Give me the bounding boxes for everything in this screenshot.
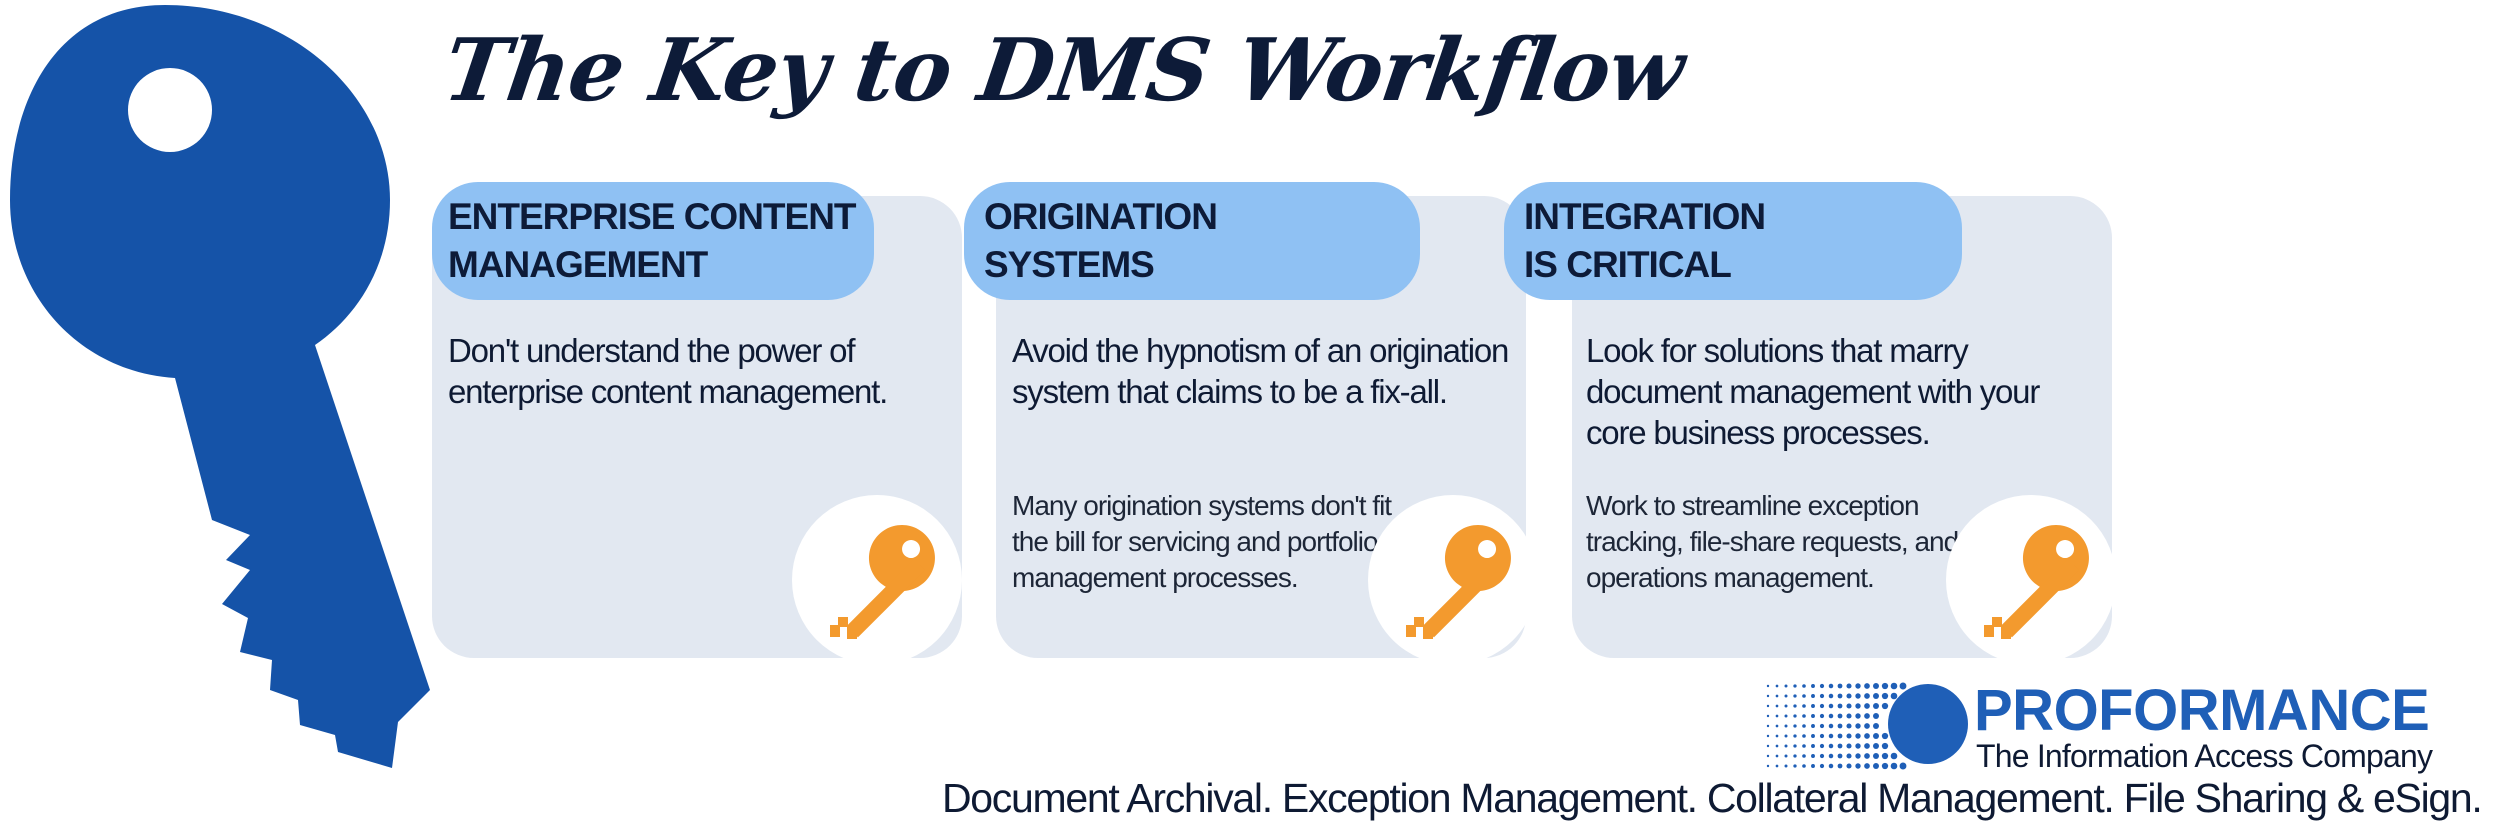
proformance-logo-icon [1766,682,1968,770]
key-badge [1368,495,1538,665]
heading-line: MANAGEMENT [448,244,708,285]
card-heading-origination: ORIGINATION SYSTEMS [964,182,1420,300]
card-main-text: Look for solutions that marry document m… [1586,332,2040,451]
card-sub-text: Many origination systems don't fit the b… [1012,490,1392,593]
logo-name: PROFORMANCE [1974,678,2430,743]
card-heading-integration: INTEGRATION IS CRITICAL [1504,182,1962,300]
proformance-logo: PROFORMANCE The Information Access Compa… [1762,678,2462,778]
heading-line: ORIGINATION [984,196,1218,237]
orange-key-icon [1406,525,1511,639]
footer-services: Document Archival. Exception Management.… [942,775,2483,821]
heading-line: ENTERPRISE CONTENT [448,196,857,237]
large-blue-key-icon [10,5,430,768]
key-badge [1946,495,2116,665]
heading-line: SYSTEMS [984,244,1155,285]
card-heading-ecm: ENTERPRISE CONTENT MANAGEMENT [432,182,874,300]
card-main-text: Avoid the hypnotism of an origination sy… [1012,332,1509,410]
card-sub-text: Work to streamline exception tracking, f… [1586,490,1959,593]
orange-key-icon [830,525,935,639]
logo-tagline: The Information Access Company [1976,738,2433,774]
card-main-text: Don't understand the power of enterprise… [448,332,888,410]
orange-key-icon [1984,525,2089,639]
page-title: The Key to DMS Workflow [437,20,1690,121]
key-badge [792,495,962,665]
heading-line: IS CRITICAL [1524,244,1732,285]
heading-line: INTEGRATION [1524,196,1766,237]
